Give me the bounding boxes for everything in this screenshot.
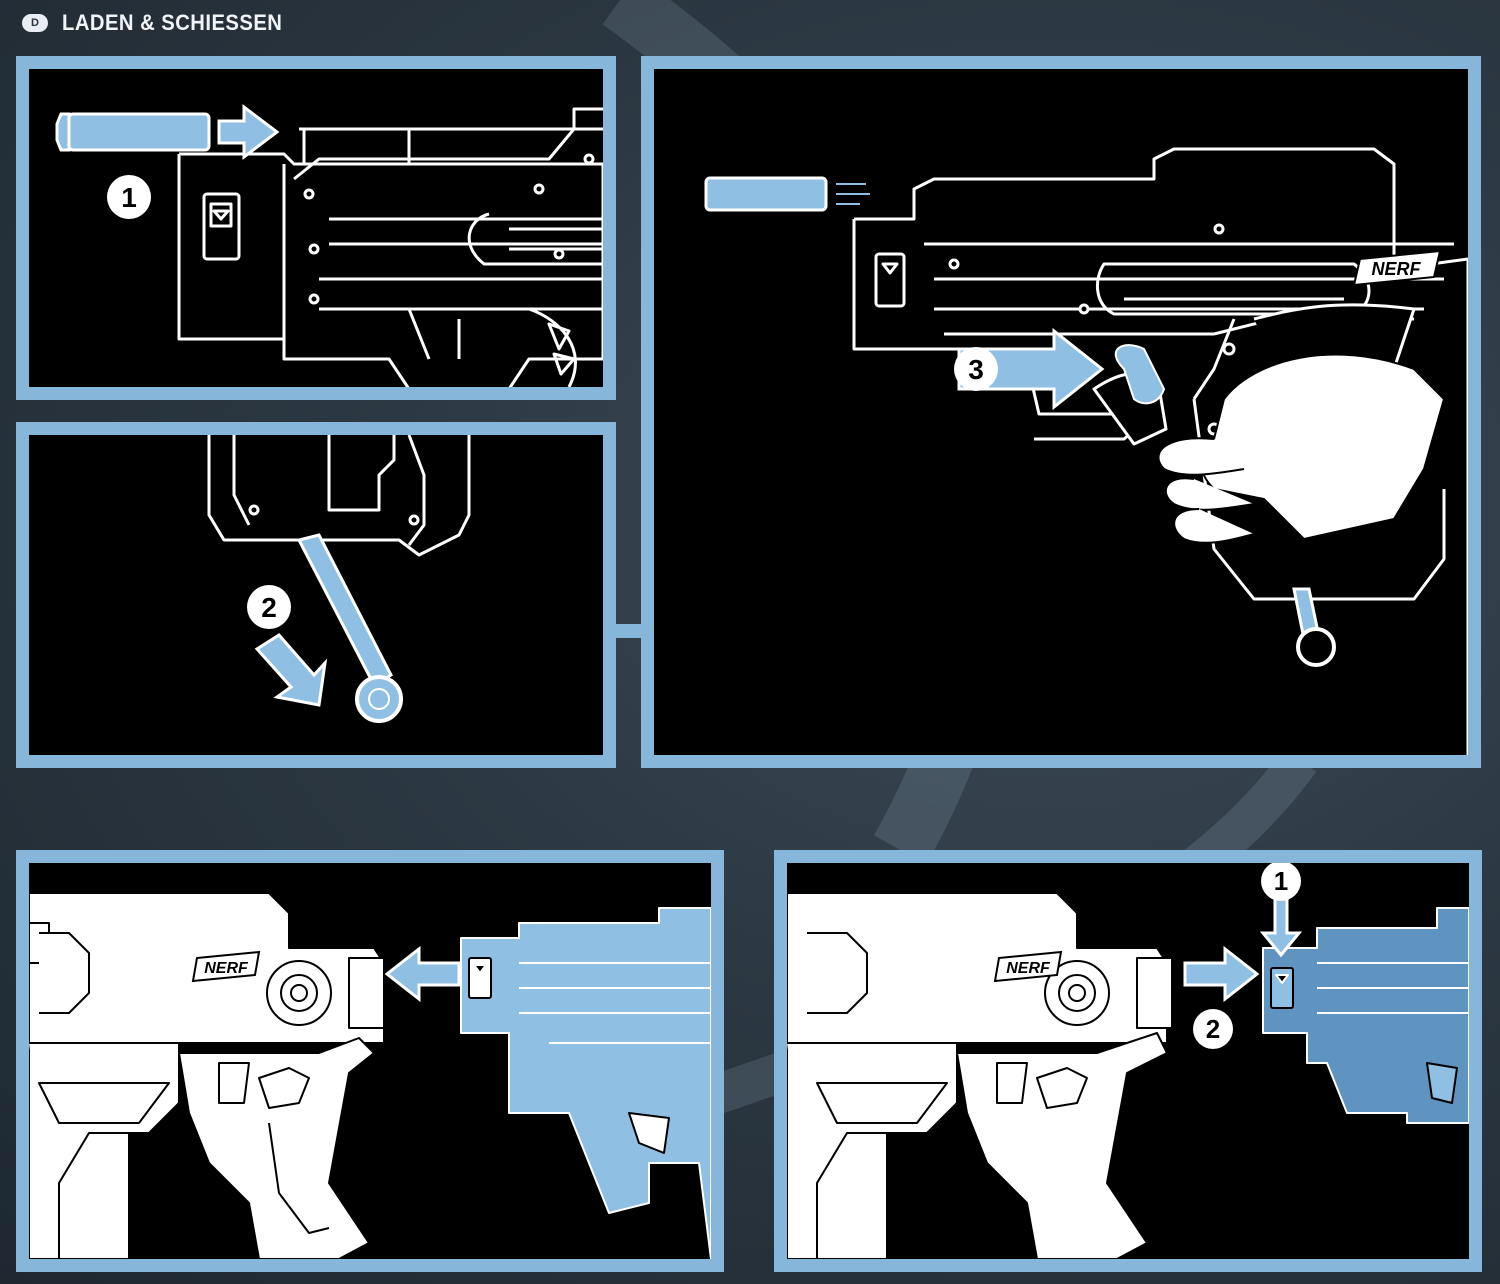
svg-text:1: 1 [1274,866,1288,896]
nerf-logo: NERF [1352,249,1442,287]
step-1-badge-release: 1 [1261,863,1301,901]
page-header: D LADEN & SCHIESSEN [22,8,302,38]
hand [1114,344,1446,544]
priming-handle-small [1292,587,1336,667]
nerf-logo-left: NERF [191,950,261,983]
insert-arrow-icon [217,103,280,161]
svg-text:NERF: NERF [204,960,249,977]
panel-prime-handle: 2 [16,422,616,768]
panel-fire-trigger: NERF 3 [641,56,1481,768]
step-1-badge: 1 [107,175,151,219]
panel-connector [614,624,644,638]
svg-text:NERF: NERF [1006,960,1051,977]
dart [55,112,211,152]
svg-text:2: 2 [261,592,277,623]
panel-load-dart: 1 [16,56,616,400]
press-button-arrow-icon [1259,896,1303,958]
detach-arrow-icon [1183,945,1260,1003]
pull-arrow-icon [254,633,328,707]
step-3-badge: 3 [954,347,998,391]
panel-detach-module: NERF 1 2 [774,850,1482,1272]
svg-text:2: 2 [1206,1014,1220,1044]
fired-dart [704,176,870,212]
section-title: LADEN & SCHIESSEN [62,10,283,35]
step-2-badge: 2 [247,585,291,629]
priming-handle [296,533,403,723]
module-detach-illustration: NERF 1 2 [787,863,1469,1259]
blaster-rear-illustration: 1 [55,103,603,387]
blue-module-detaching [1262,907,1469,1124]
module-attach-illustration: NERF [29,892,711,1259]
panel-attach-module: NERF [16,850,724,1272]
step-2-badge-pull: 2 [1193,1009,1233,1049]
priming-handle-illustration: 2 [207,435,471,723]
svg-text:NERF: NERF [1372,259,1422,279]
firing-illustration: NERF 3 [704,147,1468,755]
language-badge: D [22,14,48,32]
trigger [1114,344,1166,405]
svg-text:3: 3 [968,354,984,385]
nerf-logo-right: NERF [993,950,1063,983]
blue-module [460,907,711,1259]
attach-arrow-icon [384,945,461,1003]
svg-text:1: 1 [121,182,137,213]
